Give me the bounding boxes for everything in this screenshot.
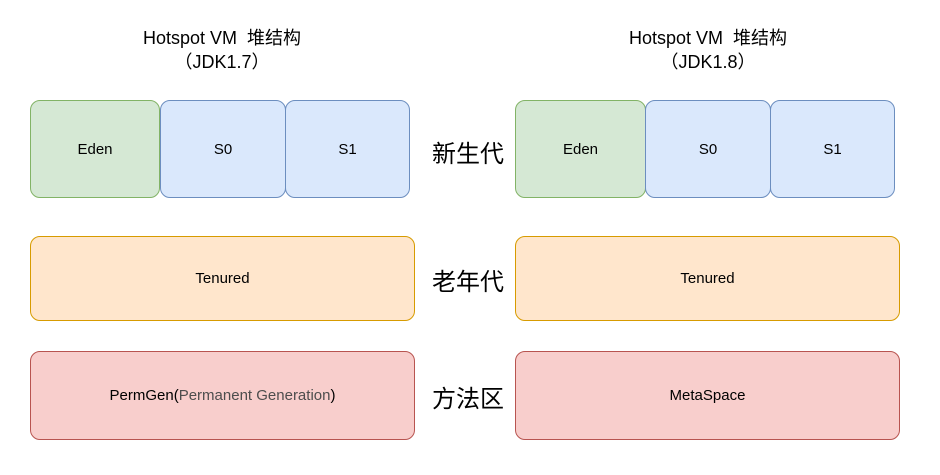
jdk17-title: Hotspot VM 堆结构 [142, 28, 302, 48]
jdk17-s1-label: S1 [338, 140, 357, 158]
jdk17-permgen-detail: Permanent Generation [178, 387, 331, 404]
jdk18-metaspace-box: MetaSpace [515, 351, 900, 440]
jdk17-s1-box: S1 [285, 100, 410, 198]
jdk18-tenured-box: Tenured [515, 236, 900, 321]
jdk17-permgen-box: PermGen(Permanent Generation) [30, 351, 415, 440]
jdk17-permgen-prefix: PermGen( [109, 387, 179, 404]
jdk18-s0-label: S0 [698, 140, 718, 158]
jdk17-permgen-suffix: ) [330, 387, 336, 404]
jdk17-eden-box: Eden [30, 100, 160, 198]
jdk18-metaspace-label: MetaSpace [669, 387, 746, 404]
jdk18-tenured-label: Tenured [680, 270, 735, 287]
row-label-young-gen: 新生代 [432, 141, 504, 168]
jdk18-eden-label: Eden [562, 140, 599, 158]
jdk18-title: Hotspot VM 堆结构 [628, 28, 788, 48]
row-label-method-area: 方法区 [432, 386, 504, 413]
jdk17-tenured-label: Tenured [195, 270, 250, 287]
row-label-old-gen: 老年代 [432, 269, 504, 296]
jdk18-subtitle: （JDK1.8） [660, 52, 756, 72]
jdk18-s0-box: S0 [645, 100, 771, 198]
jdk17-subtitle: （JDK1.7） [174, 52, 270, 72]
jdk17-s0-box: S0 [160, 100, 286, 198]
jdk18-s1-label: S1 [823, 140, 842, 158]
jdk17-eden-label: Eden [77, 140, 113, 158]
jdk17-tenured-box: Tenured [30, 236, 415, 321]
jdk17-s0-label: S0 [213, 140, 233, 158]
jdk18-s1-box: S1 [770, 100, 895, 198]
jdk18-eden-box: Eden [515, 100, 646, 198]
